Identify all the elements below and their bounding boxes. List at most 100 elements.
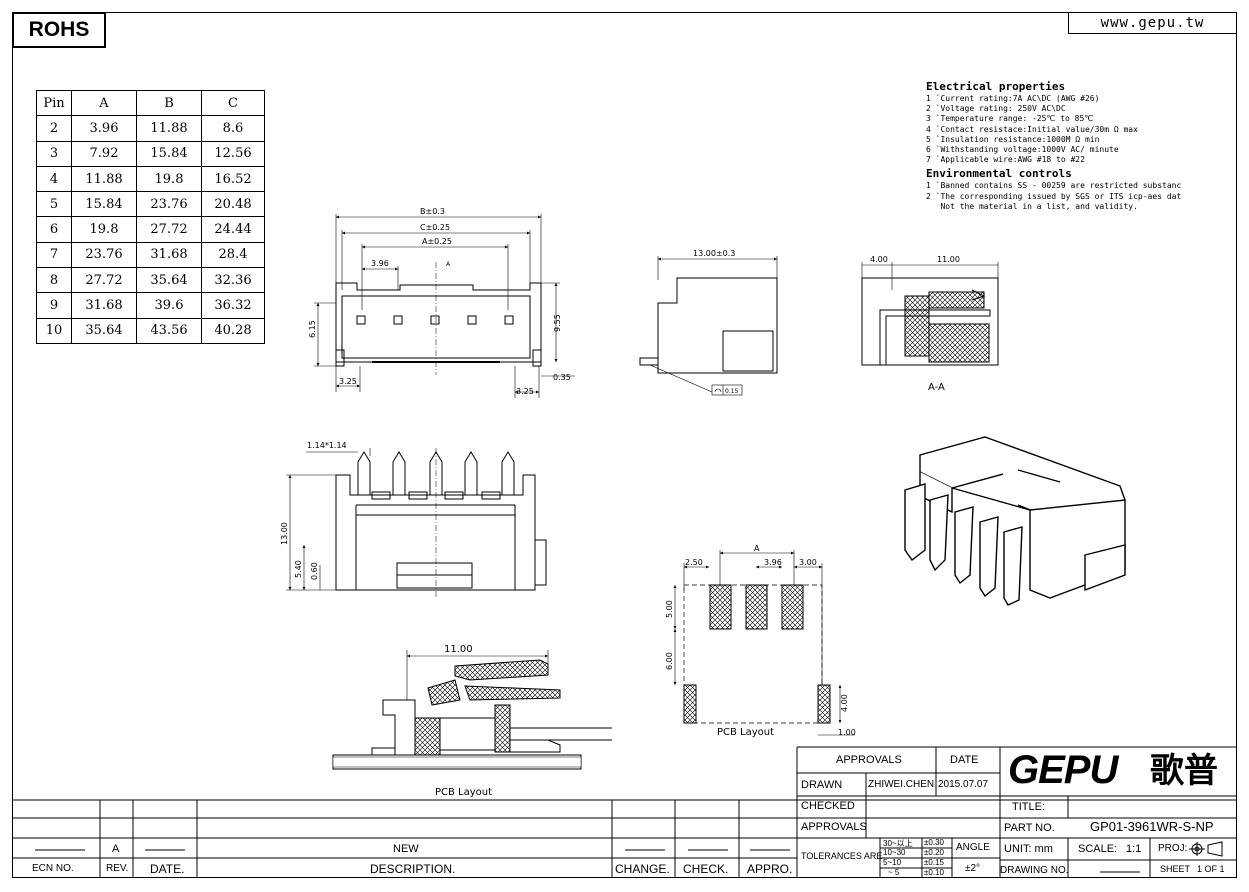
table-cell: 11.88 xyxy=(136,115,202,142)
flatness-value: 0.15 xyxy=(725,388,739,395)
projection-label: PROJ: xyxy=(1158,843,1188,854)
section-view xyxy=(861,262,999,366)
fp-dim-a: A xyxy=(754,544,760,553)
appro-label: APPRO. xyxy=(747,862,793,876)
property-line: 3 `Temperature range: -25℃ to 85℃ xyxy=(926,114,1094,124)
sheet-value: 1 OF 1 xyxy=(1197,864,1225,874)
dim-400: 4.00 xyxy=(870,255,888,264)
dim-060: 0.60 xyxy=(310,562,319,580)
column-header: C xyxy=(201,89,265,117)
pcb-cross-section xyxy=(332,650,612,770)
scale-label: SCALE: xyxy=(1078,843,1118,855)
dim-540: 5.40 xyxy=(294,560,303,578)
projection-symbol-icon xyxy=(1189,841,1223,857)
change-label: CHANGE. xyxy=(615,862,670,876)
property-line: 2 `Voltage rating: 250V AC\DC xyxy=(926,104,1066,114)
top-view xyxy=(286,448,547,598)
table-cell: 7 xyxy=(36,241,72,269)
fp-dim-600: 6.00 xyxy=(665,652,674,670)
dim-325-right: 3.25 xyxy=(516,387,534,396)
dim-side-width: 13.00±0.3 xyxy=(693,249,735,258)
title-label: TITLE: xyxy=(1012,801,1046,813)
section-view-labels: 4.00 11.00 A-A xyxy=(870,255,960,393)
property-line: 4 `Contact resistace:Initial value/30m Ω… xyxy=(926,124,1138,134)
side-view-labels: 13.00±0.3 0.15 xyxy=(693,249,739,395)
company-logo-cn: 歌普 xyxy=(1150,751,1218,791)
table-cell: 19.8 xyxy=(136,165,202,193)
unit-label: UNIT: mm xyxy=(1004,843,1053,855)
part-no-label: PART NO. xyxy=(1004,822,1055,834)
section-mark: A xyxy=(446,261,451,268)
tol-range: 5~10 xyxy=(883,858,902,867)
table-cell: 2 xyxy=(36,115,72,142)
dim-b: B±0.3 xyxy=(420,207,445,216)
table-cell: 12.56 xyxy=(201,140,265,167)
tol-range: 30~以上 xyxy=(883,839,913,848)
check-label: CHECK. xyxy=(683,862,729,876)
description-label: DESCRIPTION. xyxy=(370,862,456,876)
section-label: A-A xyxy=(928,382,945,393)
tolerances-label: TOLERANCES ARE xyxy=(801,851,883,861)
properties-notes: Electrical properties 1 `Current rating:… xyxy=(926,80,1226,212)
table-cell: 23.76 xyxy=(136,191,202,218)
angle-label: ANGLE xyxy=(956,842,990,853)
footprint-view xyxy=(673,550,855,736)
dim-pcb-1100: 11.00 xyxy=(444,644,473,655)
dim-615: 6.15 xyxy=(308,320,317,338)
table-cell: 35.64 xyxy=(71,317,137,344)
dim-a: A±0.25 xyxy=(422,237,452,246)
dim-pin-size: 1.14*1.14 xyxy=(307,441,347,450)
table-cell: 7.92 xyxy=(71,140,137,167)
table-cell: 32.36 xyxy=(201,267,265,294)
tol-value: ±0.30 xyxy=(924,838,944,847)
tol-range: 10~30 xyxy=(883,848,906,857)
table-cell: 36.32 xyxy=(201,292,265,319)
revision-value: A xyxy=(112,843,120,855)
dim-c: C±0.25 xyxy=(420,223,450,232)
side-view xyxy=(639,256,778,396)
drawn-date: 2015.07.07 xyxy=(938,779,989,790)
table-cell: 31.68 xyxy=(136,241,202,269)
pcb-cross-section-labels: 11.00 PCB Layout xyxy=(435,644,492,798)
column-header: B xyxy=(136,89,202,117)
top-view-labels: 1.14*1.14 13.00 5.40 0.60 xyxy=(280,441,347,580)
tol-value: ±0.10 xyxy=(924,868,944,877)
company-logo: GEPU xyxy=(1008,748,1118,792)
angle-value: ±2° xyxy=(965,863,981,874)
table-cell: 5 xyxy=(36,191,72,218)
tol-value: ±0.20 xyxy=(924,848,944,857)
date-header: DATE xyxy=(950,754,979,766)
drawn-by: ZHIWEI.CHEN xyxy=(868,779,935,790)
front-view xyxy=(314,214,575,398)
property-line: 7 `Applicable wire:AWG #18 to #22 xyxy=(926,155,1085,165)
drawing-no-label: DRAWING NO. xyxy=(1000,865,1069,876)
approvals-label: APPROVALS xyxy=(801,821,867,833)
table-cell: 24.44 xyxy=(201,216,265,243)
scale-value: 1:1 xyxy=(1126,843,1142,855)
environmental-title: Environmental controls xyxy=(926,167,1072,181)
property-line: 1 `Banned contains SS - 00259 are restri… xyxy=(926,181,1182,191)
fp-dim-250: 2.50 xyxy=(685,558,703,567)
property-line: Not the material in a list, and validity… xyxy=(926,201,1138,211)
fp-dim-300: 3.00 xyxy=(799,558,817,567)
pcb-layout-caption-1: PCB Layout xyxy=(435,787,492,798)
date-label: DATE. xyxy=(150,862,185,876)
property-line: 2 `The corresponding issued by SGS or IT… xyxy=(926,191,1182,201)
table-cell: 11.88 xyxy=(71,165,137,193)
drawn-label: DRAWN xyxy=(801,779,843,791)
fp-dim-396: 3.96 xyxy=(764,558,782,567)
column-header: Pin xyxy=(36,89,72,117)
property-line: 5 `Insulation resistance:1000M Ω min xyxy=(926,134,1100,144)
dim-pitch: 3.96 xyxy=(371,259,389,268)
dim-325-left: 3.25 xyxy=(339,377,357,386)
fp-dim-500: 5.00 xyxy=(665,600,674,618)
fp-dim-100: 1.00 xyxy=(838,728,856,737)
